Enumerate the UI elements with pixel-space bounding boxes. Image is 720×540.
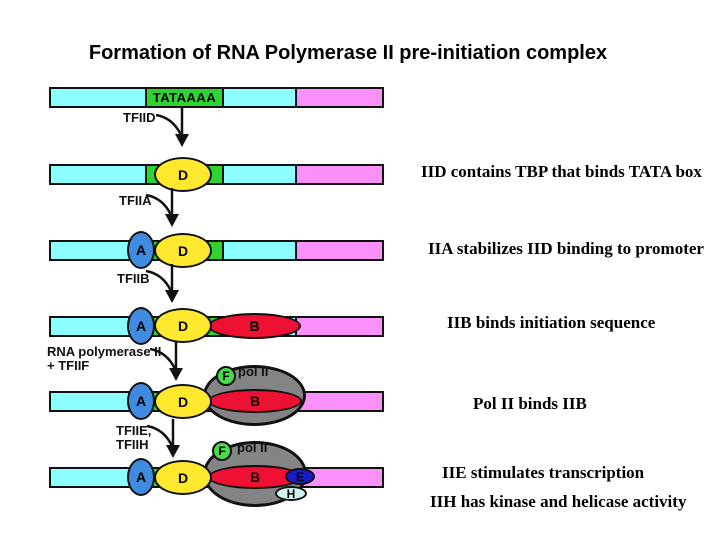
tfiia-ellipse: A [127, 382, 155, 420]
pol-ii-label: pol II [237, 440, 268, 455]
annotation-iih: IIH has kinase and helicase activity [430, 492, 687, 511]
pol-ii-label: pol II [238, 364, 269, 379]
dna-segment-initiation [224, 89, 295, 106]
tfiid-ellipse: D [154, 460, 212, 495]
dna-bar-row-1: TATAAAA [49, 87, 384, 108]
tfiia-ellipse: A [127, 307, 155, 345]
arrow-down-icon [145, 264, 179, 303]
annotation-iid: IID contains TBP that binds TATA box [421, 162, 702, 181]
arrow-down-icon [149, 342, 183, 381]
tfiid-ellipse: D [154, 384, 212, 419]
annotation-iia: IIA stabilizes IID binding to promoter [428, 239, 704, 258]
tfiid-ellipse: D [154, 308, 212, 343]
arrow-down-icon [145, 188, 179, 227]
tfiid-ellipse: D [154, 233, 212, 268]
tfiib-ellipse: B [208, 313, 301, 339]
step-label-tfiid: TFIID [123, 110, 156, 125]
tfiid-ellipse: D [154, 157, 212, 192]
tfiie-ellipse: E [285, 468, 315, 485]
tfiia-ellipse: A [127, 458, 155, 496]
annotation-iie: IIE stimulates transcription [442, 463, 645, 482]
arrow-down-icon [155, 108, 189, 147]
tata-box-label: TATAAAA [152, 90, 217, 105]
tata-box-segment: TATAAAA [145, 89, 224, 106]
page-title: Formation of RNA Polymerase II pre-initi… [88, 42, 608, 64]
dna-segment-downstream [295, 89, 382, 106]
step-label-rna-pol-tfiif: RNA polymerase II + TFIIF [47, 344, 162, 373]
dna-bar-row-3 [49, 240, 384, 261]
step-label-tfiib: TFIIB [117, 271, 150, 286]
step-label-tfiia: TFIIA [119, 193, 152, 208]
annotation-iib: IIB binds initiation sequence [447, 313, 656, 332]
tfiih-ellipse: H [275, 486, 307, 501]
tfiib-ellipse: B [208, 389, 302, 413]
tfiif-circle: F [216, 366, 236, 386]
arrow-down-icon [146, 419, 180, 458]
tfiif-circle: F [212, 441, 232, 461]
dna-segment-upstream [51, 89, 145, 106]
annotation-pol-ii: Pol II binds IIB [473, 394, 587, 413]
dna-bar-row-2 [49, 164, 384, 185]
step-label-tfiie-tfiih: TFIIE, TFIIH [116, 423, 152, 452]
